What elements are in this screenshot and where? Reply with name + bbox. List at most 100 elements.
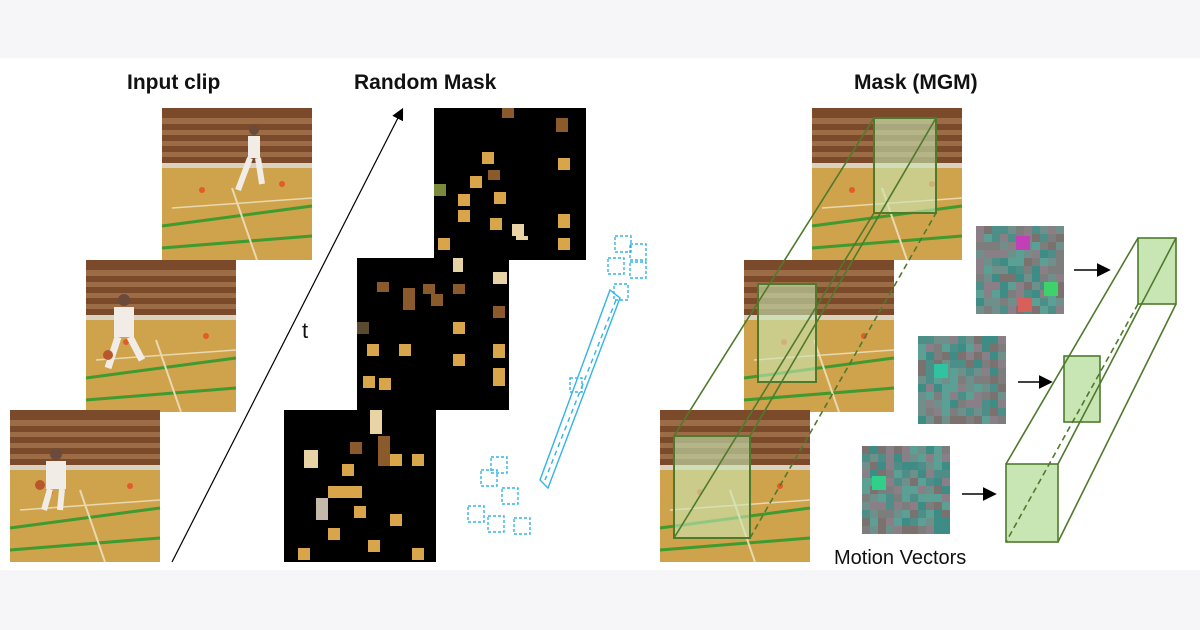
- motion-vector-cell: [1032, 234, 1040, 242]
- motion-vector-cell: [1008, 298, 1016, 306]
- motion-vector-cell: [918, 392, 926, 400]
- motion-vector-cell: [878, 510, 886, 518]
- time-axis-label: t: [302, 318, 309, 343]
- motion-vector-cell: [934, 344, 942, 352]
- motion-vector-cell: [1048, 266, 1056, 274]
- motion-vector-cell: [886, 486, 894, 494]
- motion-vector-cell: [982, 352, 990, 360]
- motion-vector-cell: [992, 258, 1000, 266]
- motion-vector-cell: [926, 470, 934, 478]
- input-frame-2: [84, 258, 238, 414]
- motion-vector-cell: [870, 502, 878, 510]
- motion-vector-cell: [902, 478, 910, 486]
- motion-vector-cell: [934, 462, 942, 470]
- motion-vector-cell: [918, 352, 926, 360]
- motion-vector-cell: [958, 336, 966, 344]
- motion-vector-cell: [984, 298, 992, 306]
- motion-vector-cell: [1032, 226, 1040, 234]
- motion-vector-cell: [934, 502, 942, 510]
- motion-vector-cell: [984, 290, 992, 298]
- motion-vector-cell: [1032, 274, 1040, 282]
- motion-vector-cell: [1008, 274, 1016, 282]
- motion-highlight: [1018, 298, 1032, 312]
- motion-vector-cell: [976, 290, 984, 298]
- motion-vector-cell: [1040, 266, 1048, 274]
- random-mask-frame-2: [357, 258, 509, 410]
- motion-vector-cell: [918, 470, 926, 478]
- motion-highlight: [1016, 236, 1030, 250]
- motion-vector-cell: [1056, 298, 1064, 306]
- mask-patch: [298, 548, 310, 560]
- motion-vector-cell: [926, 502, 934, 510]
- motion-vector-cell: [862, 494, 870, 502]
- mask-patch: [482, 152, 494, 164]
- mask-patch: [354, 506, 366, 518]
- motion-vector-cell: [990, 416, 998, 424]
- mask-patch: [342, 464, 354, 476]
- mask-patch: [316, 498, 328, 520]
- motion-vector-cell: [950, 336, 958, 344]
- motion-vector-cell: [934, 478, 942, 486]
- motion-vector-cell: [894, 502, 902, 510]
- motion-vector-cell: [886, 502, 894, 510]
- mask-mgm-title: Mask (MGM): [854, 71, 978, 94]
- motion-vector-cell: [942, 344, 950, 352]
- motion-vector-cell: [990, 336, 998, 344]
- motion-vector-cell: [1024, 226, 1032, 234]
- motion-vector-cell: [998, 360, 1006, 368]
- motion-vector-cell: [934, 416, 942, 424]
- motion-vector-cell: [918, 368, 926, 376]
- motion-vector-cell: [992, 234, 1000, 242]
- mask-patch: [403, 288, 415, 298]
- motion-vector-cell: [902, 510, 910, 518]
- motion-vector-cell: [1056, 258, 1064, 266]
- mask-patch: [363, 376, 375, 388]
- motion-vector-cell: [1032, 258, 1040, 266]
- motion-vector-cell: [934, 392, 942, 400]
- motion-vector-cell: [1048, 250, 1056, 258]
- mask-patch: [438, 238, 450, 250]
- motion-vector-cell: [966, 344, 974, 352]
- random-mask-frame-1: [434, 108, 586, 260]
- player-figure: [103, 294, 146, 370]
- motion-vector-cell: [918, 526, 926, 534]
- motion-vector-cell: [976, 258, 984, 266]
- motion-vector-cell: [870, 454, 878, 462]
- motion-vector-cell: [998, 352, 1006, 360]
- motion-vector-cell: [998, 368, 1006, 376]
- motion-vector-cell: [1000, 250, 1008, 258]
- motion-vector-cell: [992, 274, 1000, 282]
- motion-vector-cell: [974, 376, 982, 384]
- motion-vector-cell: [894, 518, 902, 526]
- motion-vector-cell: [992, 250, 1000, 258]
- motion-vector-cell: [974, 416, 982, 424]
- motion-vector-cell: [902, 462, 910, 470]
- motion-vector-cell: [918, 502, 926, 510]
- motion-vector-cell: [1000, 266, 1008, 274]
- motion-vector-cell: [870, 446, 878, 454]
- motion-vector-cell: [966, 368, 974, 376]
- motion-vector-cell: [926, 478, 934, 486]
- motion-vector-cell: [862, 446, 870, 454]
- motion-vector-cell: [984, 282, 992, 290]
- motion-vector-cell: [942, 376, 950, 384]
- motion-vector-cell: [984, 306, 992, 314]
- motion-vector-cell: [966, 408, 974, 416]
- mask-patch: [412, 548, 424, 560]
- mask-patch: [453, 284, 465, 294]
- motion-vector-cell: [1016, 290, 1024, 298]
- motion-vector-cell: [926, 526, 934, 534]
- motion-vector-cell: [1032, 282, 1040, 290]
- motion-vector-cell: [1048, 298, 1056, 306]
- input-frame-1: [160, 106, 314, 262]
- motion-vector-cell: [1056, 250, 1064, 258]
- motion-vector-cell: [942, 408, 950, 416]
- motion-vector-cell: [918, 384, 926, 392]
- motion-vector-cell: [1024, 274, 1032, 282]
- motion-vector-cell: [942, 502, 950, 510]
- motion-vector-cell: [902, 494, 910, 502]
- motion-vector-cell: [958, 344, 966, 352]
- motion-vector-cell: [974, 400, 982, 408]
